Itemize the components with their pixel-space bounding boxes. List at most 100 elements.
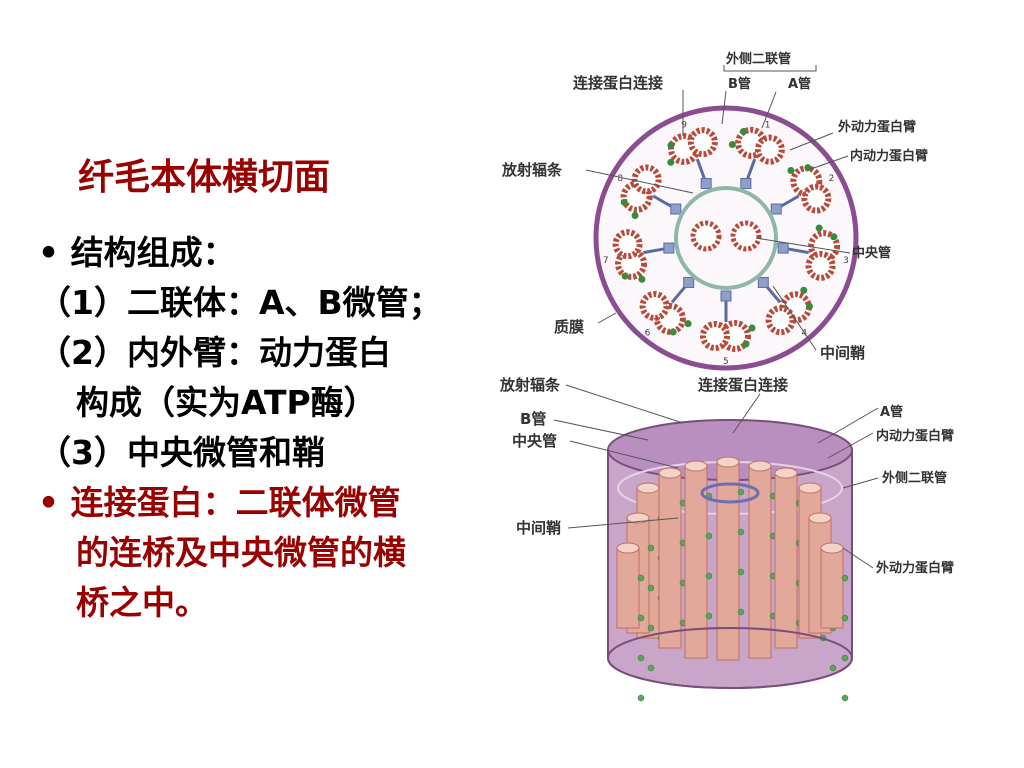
tube-top — [616, 542, 640, 554]
arm-bead — [647, 544, 655, 552]
bullet-list: • 结构组成： （1）二联体：A、B微管； （2）内外臂：动力蛋白 构成（实为A… — [38, 228, 488, 628]
doublet-tube — [820, 547, 844, 629]
doublet-ring — [612, 126, 841, 352]
b-tubule — [805, 250, 836, 281]
arm-bead — [647, 624, 655, 632]
doublet-number: 5 — [723, 357, 729, 367]
tube-top — [716, 456, 740, 468]
item-doublet: （1）二联体：A、B微管； — [38, 283, 442, 322]
arm-bead — [737, 488, 745, 496]
doublet-tube — [658, 472, 682, 649]
tube-top — [798, 482, 822, 494]
radial-spokes — [643, 158, 809, 322]
item-arms-cont: 构成（实为ATP酶） — [76, 383, 377, 422]
b-tubule — [639, 291, 670, 322]
bullet-nexin-cont1: 的连桥及中央微管的横 — [76, 533, 406, 572]
b-tubule — [612, 229, 643, 260]
arm-bead — [637, 654, 645, 662]
dynein-arm — [830, 233, 838, 241]
item-central: （3）中央微管和鞘 — [38, 433, 325, 472]
arm-bead — [737, 608, 745, 616]
doublet-number: 2 — [829, 174, 835, 184]
label-a-tubule-top: A管 — [788, 76, 811, 92]
dynein-arm — [748, 324, 756, 332]
leader-lines-bottom — [553, 384, 879, 569]
doublet-number: 8 — [617, 174, 623, 184]
label-nexin-top: 连接蛋白连接 — [573, 74, 663, 92]
arm-bead — [737, 568, 745, 576]
dynein-arm — [667, 158, 675, 166]
bullet-nexin: • 连接蛋白：二联体微管 — [38, 483, 401, 522]
doublet-tube — [774, 472, 798, 649]
doublet-number: 7 — [603, 256, 609, 266]
doublet-number: 3 — [843, 256, 849, 266]
tube-top — [626, 512, 650, 524]
label-membrane-top: 质膜 — [554, 318, 584, 336]
dynein-arm — [787, 166, 795, 174]
arm-bead — [841, 654, 849, 662]
central-sheath — [674, 186, 778, 290]
dynein-arm — [728, 141, 736, 149]
central-sheath-3d — [700, 482, 760, 504]
b-tubule — [631, 164, 662, 195]
tube-top — [636, 482, 660, 494]
spoke-head — [683, 276, 695, 288]
dynein-arm — [815, 224, 823, 232]
doublet-tubes — [616, 456, 849, 702]
tube-top — [658, 467, 682, 479]
arm-bead — [637, 694, 645, 702]
label-b-tubule-top: B管 — [728, 76, 751, 92]
arm-bead — [841, 574, 849, 582]
dynein-arm — [684, 320, 692, 328]
b-tubule — [765, 305, 796, 336]
dynein-arm — [805, 302, 813, 310]
label-central-sheath-bottom: 中间鞘 — [516, 519, 561, 537]
tube-top — [748, 460, 772, 472]
arm-bead — [647, 584, 655, 592]
dynein-arm — [631, 212, 639, 220]
arm-bead — [647, 664, 655, 672]
doublet-tube — [616, 547, 640, 629]
dynein-arm — [667, 141, 675, 149]
doublet-tube — [716, 461, 740, 661]
spoke-head — [777, 242, 789, 254]
dynein-arm — [804, 164, 812, 172]
label-central-tubule-top: 中央管 — [852, 245, 891, 261]
label-b-tubule-bottom: B管 — [520, 410, 546, 428]
doublet-number: 9 — [681, 120, 687, 130]
label-outer-doublet-bottom: 外侧二联管 — [881, 470, 947, 486]
tube-top — [774, 467, 798, 479]
spoke-head — [770, 203, 782, 215]
doublet-number: 6 — [645, 328, 651, 338]
label-radial-spoke-top: 放射辐条 — [501, 161, 563, 179]
spoke-head — [740, 177, 752, 189]
bullet-structure: • 结构组成： — [38, 233, 236, 272]
label-central-tubule-bottom: 中央管 — [512, 432, 557, 450]
label-outer-dynein-top: 外动力蛋白臂 — [837, 119, 916, 135]
arm-bead — [705, 612, 713, 620]
label-outer-dynein-bottom: 外动力蛋白臂 — [875, 560, 954, 576]
arm-bead — [841, 614, 849, 622]
label-radial-spoke-bottom: 放射辐条 — [499, 376, 561, 394]
item-arms: （2）内外臂：动力蛋白 — [38, 333, 391, 372]
central-pair — [690, 220, 762, 252]
dynein-arm — [739, 128, 747, 136]
arm-bead — [637, 574, 645, 582]
bullet-nexin-cont2: 桥之中。 — [76, 583, 208, 622]
dynein-arm — [621, 272, 629, 280]
dynein-arm — [669, 328, 677, 336]
b-tubule — [754, 134, 785, 165]
arm-bead — [737, 528, 745, 536]
arm-bead — [705, 572, 713, 580]
arm-bead — [829, 664, 837, 672]
axoneme-3d: 放射辐条 连接蛋白连接 B管 中央管 A管 内动力蛋白臂 外侧二联管 中间鞘 外… — [499, 376, 954, 702]
label-a-tubule-bottom: A管 — [880, 404, 903, 420]
b-tubule — [801, 183, 832, 214]
label-central-sheath-top: 中间鞘 — [820, 344, 865, 362]
label-nexin-bottom: 连接蛋白连接 — [698, 376, 788, 394]
central-tubule-left — [690, 220, 722, 252]
dynein-arm — [742, 340, 750, 348]
